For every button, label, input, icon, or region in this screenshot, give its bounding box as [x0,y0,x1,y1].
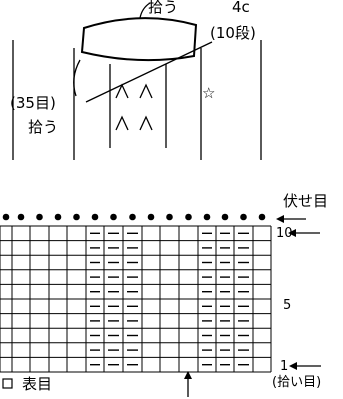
bindoff-dot [17,213,25,221]
cable-mark [115,115,129,131]
bindoff-dot [73,213,80,221]
cable-mark [115,83,129,99]
pickup-note: (拾い目) [272,375,321,390]
star-icon: ☆ [202,84,215,102]
garment-sketch [12,2,262,160]
purl-marks [90,232,249,366]
bindoff-dots [2,213,266,221]
bindoff-dot [36,213,43,221]
collar-band [80,17,198,62]
row-label-10: 10 [276,226,293,241]
bindoff-dot [91,213,99,221]
bindoff-dot [258,213,266,221]
top-label-rows: (10段) [210,24,256,42]
side-label-count: (35目) [10,94,56,112]
top-label-size: 4c [232,0,250,16]
bindoff-dot [221,213,229,221]
cable-mark [139,115,153,131]
legend-knit-square-icon [2,378,13,389]
side-label-pickup: 拾う [28,118,58,136]
center-up-arrow [184,371,192,397]
row-label-1: 1 [280,359,288,374]
bindoff-dot [185,213,192,221]
bindoff-dot [2,213,10,221]
bindoff-dot [240,213,247,221]
stitch-chart-grid [0,225,272,373]
bindoff-dot [129,213,136,221]
bindoff-arrow [276,215,306,223]
top-label-pickup: 拾う [148,0,178,16]
bindoff-dot [166,213,173,221]
side-leader-curve [73,59,81,97]
bindoff-dot [54,213,62,221]
top-leader-line [139,2,151,19]
row-label-5: 5 [283,298,291,313]
cable-mark [139,83,153,99]
row-1-arrow [289,362,321,370]
row-10-arrow [288,229,320,237]
bindoff-dot [110,213,117,221]
bindoff-label: 伏せ目 [283,192,328,210]
legend-text: 表目 [22,375,52,393]
side-leader-diagonal [85,41,213,103]
bindoff-dot [203,213,211,221]
bindoff-dot [147,213,155,221]
